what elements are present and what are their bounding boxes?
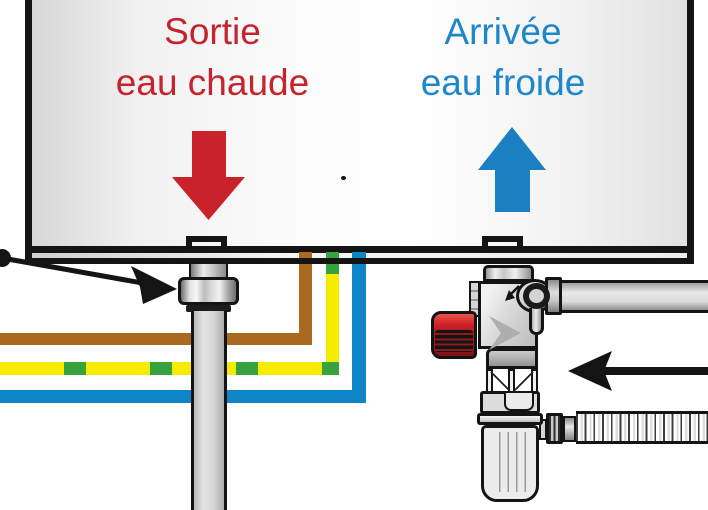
wire-blue-vertical xyxy=(352,252,366,403)
wire-brown-vertical xyxy=(299,252,312,345)
drain-hose-knurled-nut xyxy=(546,413,563,444)
corrugated-drain-hose xyxy=(576,411,708,444)
tank-connection-clip-right xyxy=(482,236,523,252)
tank-connection-clip-left xyxy=(186,236,227,252)
wire-blue-horizontal xyxy=(0,390,366,403)
wire-yellow-green-vertical xyxy=(326,252,339,375)
hot-water-pipe xyxy=(191,311,227,510)
drain-hose-sleeve xyxy=(563,416,576,442)
air-gap-leg xyxy=(531,369,538,393)
hot-outlet-label-line2: eau chaude xyxy=(115,62,310,103)
valve-outlet-cone xyxy=(486,348,538,369)
hot-outlet-label: Sortie eau chaude xyxy=(80,6,345,108)
hot-outlet-collar xyxy=(186,305,231,312)
air-gap-leg xyxy=(486,369,493,393)
cold-inlet-label-line2: eau froide xyxy=(420,62,586,103)
siphon-body-ribs xyxy=(492,432,529,492)
safety-valve-inlet-nut xyxy=(483,265,534,282)
stray-dot xyxy=(341,176,346,180)
hot-outlet-union-nut xyxy=(178,277,239,305)
cold-water-supply-pipe xyxy=(562,280,708,313)
drain-knob-ribs xyxy=(435,330,473,352)
siphon-collar xyxy=(477,413,543,425)
air-gap-leg xyxy=(508,369,515,393)
cold-supply-pointer-arrow-icon xyxy=(568,351,708,391)
valve-lever-stem xyxy=(529,308,544,335)
tank-rim-line xyxy=(31,258,688,264)
wire-yellow-green-horizontal xyxy=(0,362,339,375)
hot-outlet-stub xyxy=(189,264,228,278)
hot-outlet-label-line1: Sortie xyxy=(164,11,261,52)
water-heater-tank xyxy=(25,0,694,253)
wire-brown-horizontal xyxy=(0,333,312,345)
cold-inlet-label-line1: Arrivée xyxy=(444,11,562,52)
siphon-head-inset xyxy=(504,393,534,411)
cold-inlet-label: Arrivée eau froide xyxy=(383,6,623,108)
valve-lever-ring xyxy=(523,283,550,309)
